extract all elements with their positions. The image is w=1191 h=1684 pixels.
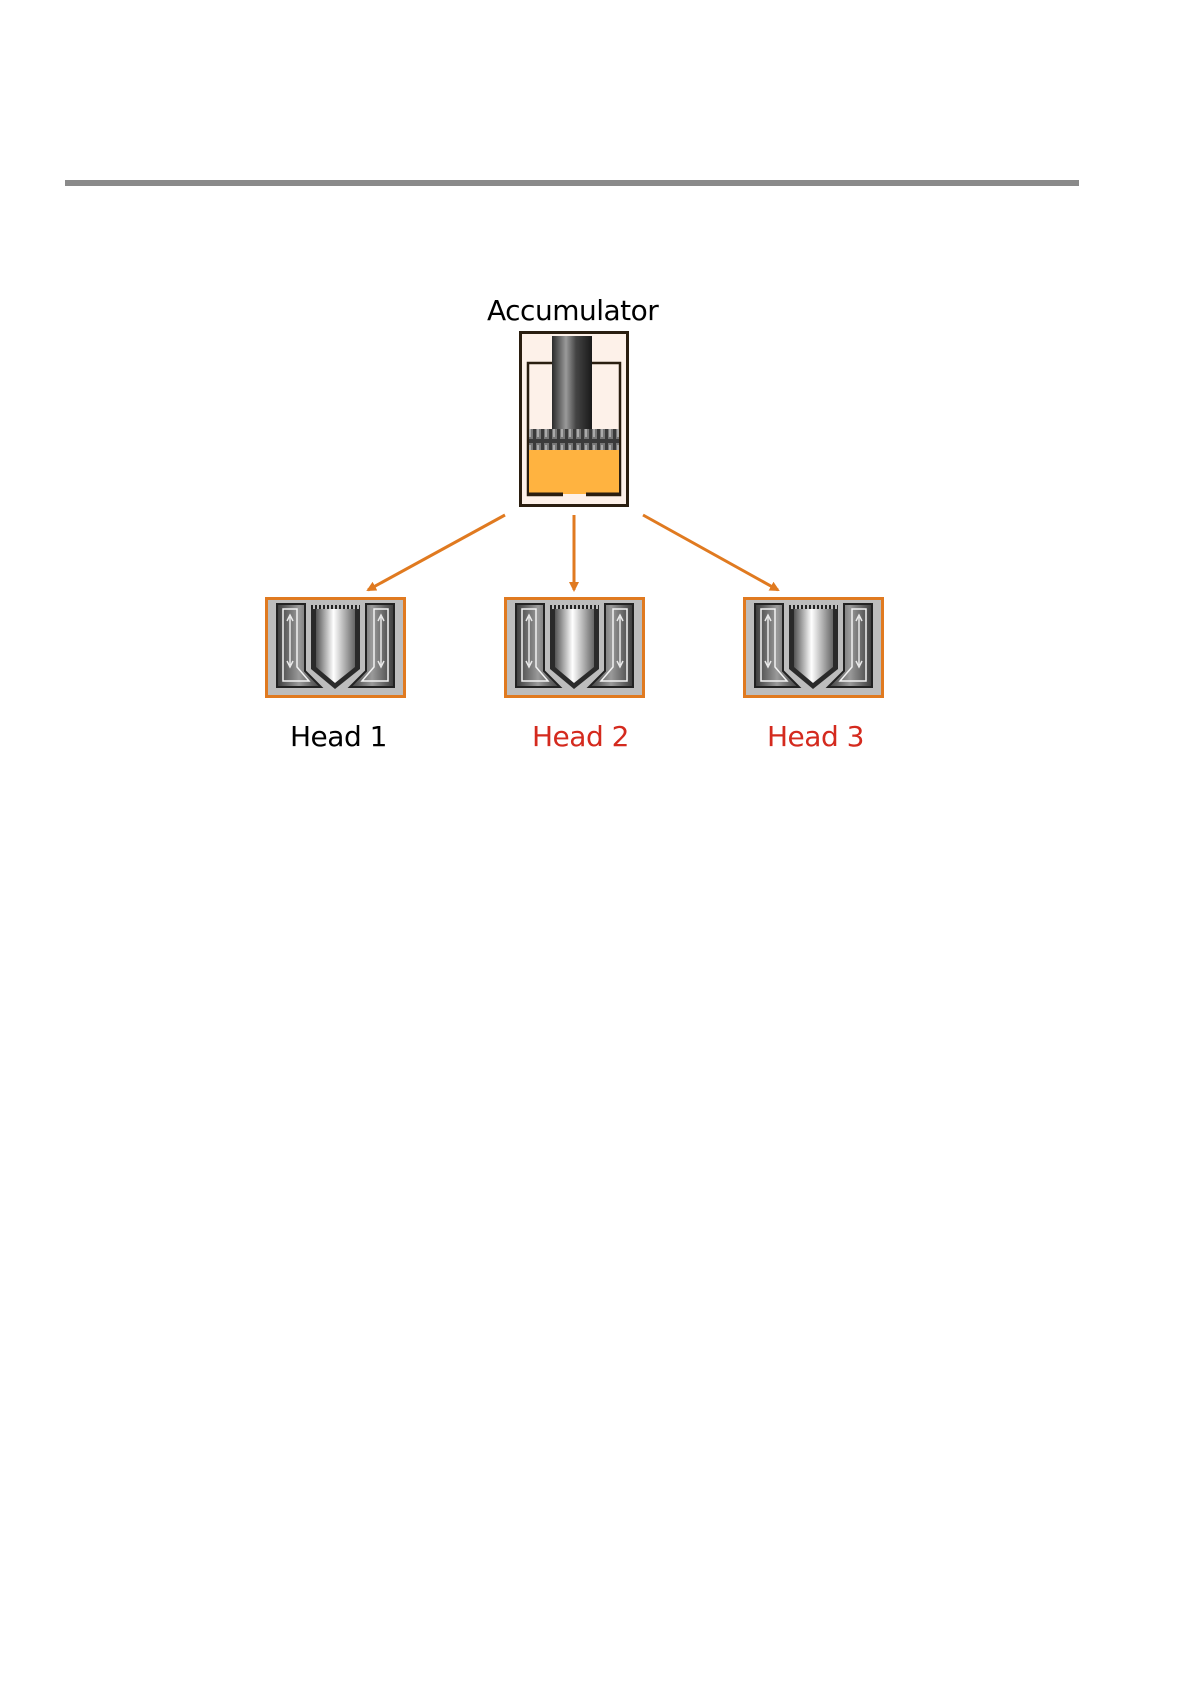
head-2-label: Head 2 (532, 723, 629, 751)
head-3-label: Head 3 (767, 723, 864, 751)
head-1-extrusion-icon (265, 597, 406, 698)
head-3-extrusion-icon (743, 597, 884, 698)
arrow-to-head-3 (643, 515, 778, 590)
accumulator-label: Accumulator (487, 297, 658, 325)
arrow-to-head-1 (368, 515, 505, 590)
head-2-extrusion-icon (504, 597, 645, 698)
head-1-label: Head 1 (290, 723, 387, 751)
accumulator-icon (519, 331, 629, 507)
